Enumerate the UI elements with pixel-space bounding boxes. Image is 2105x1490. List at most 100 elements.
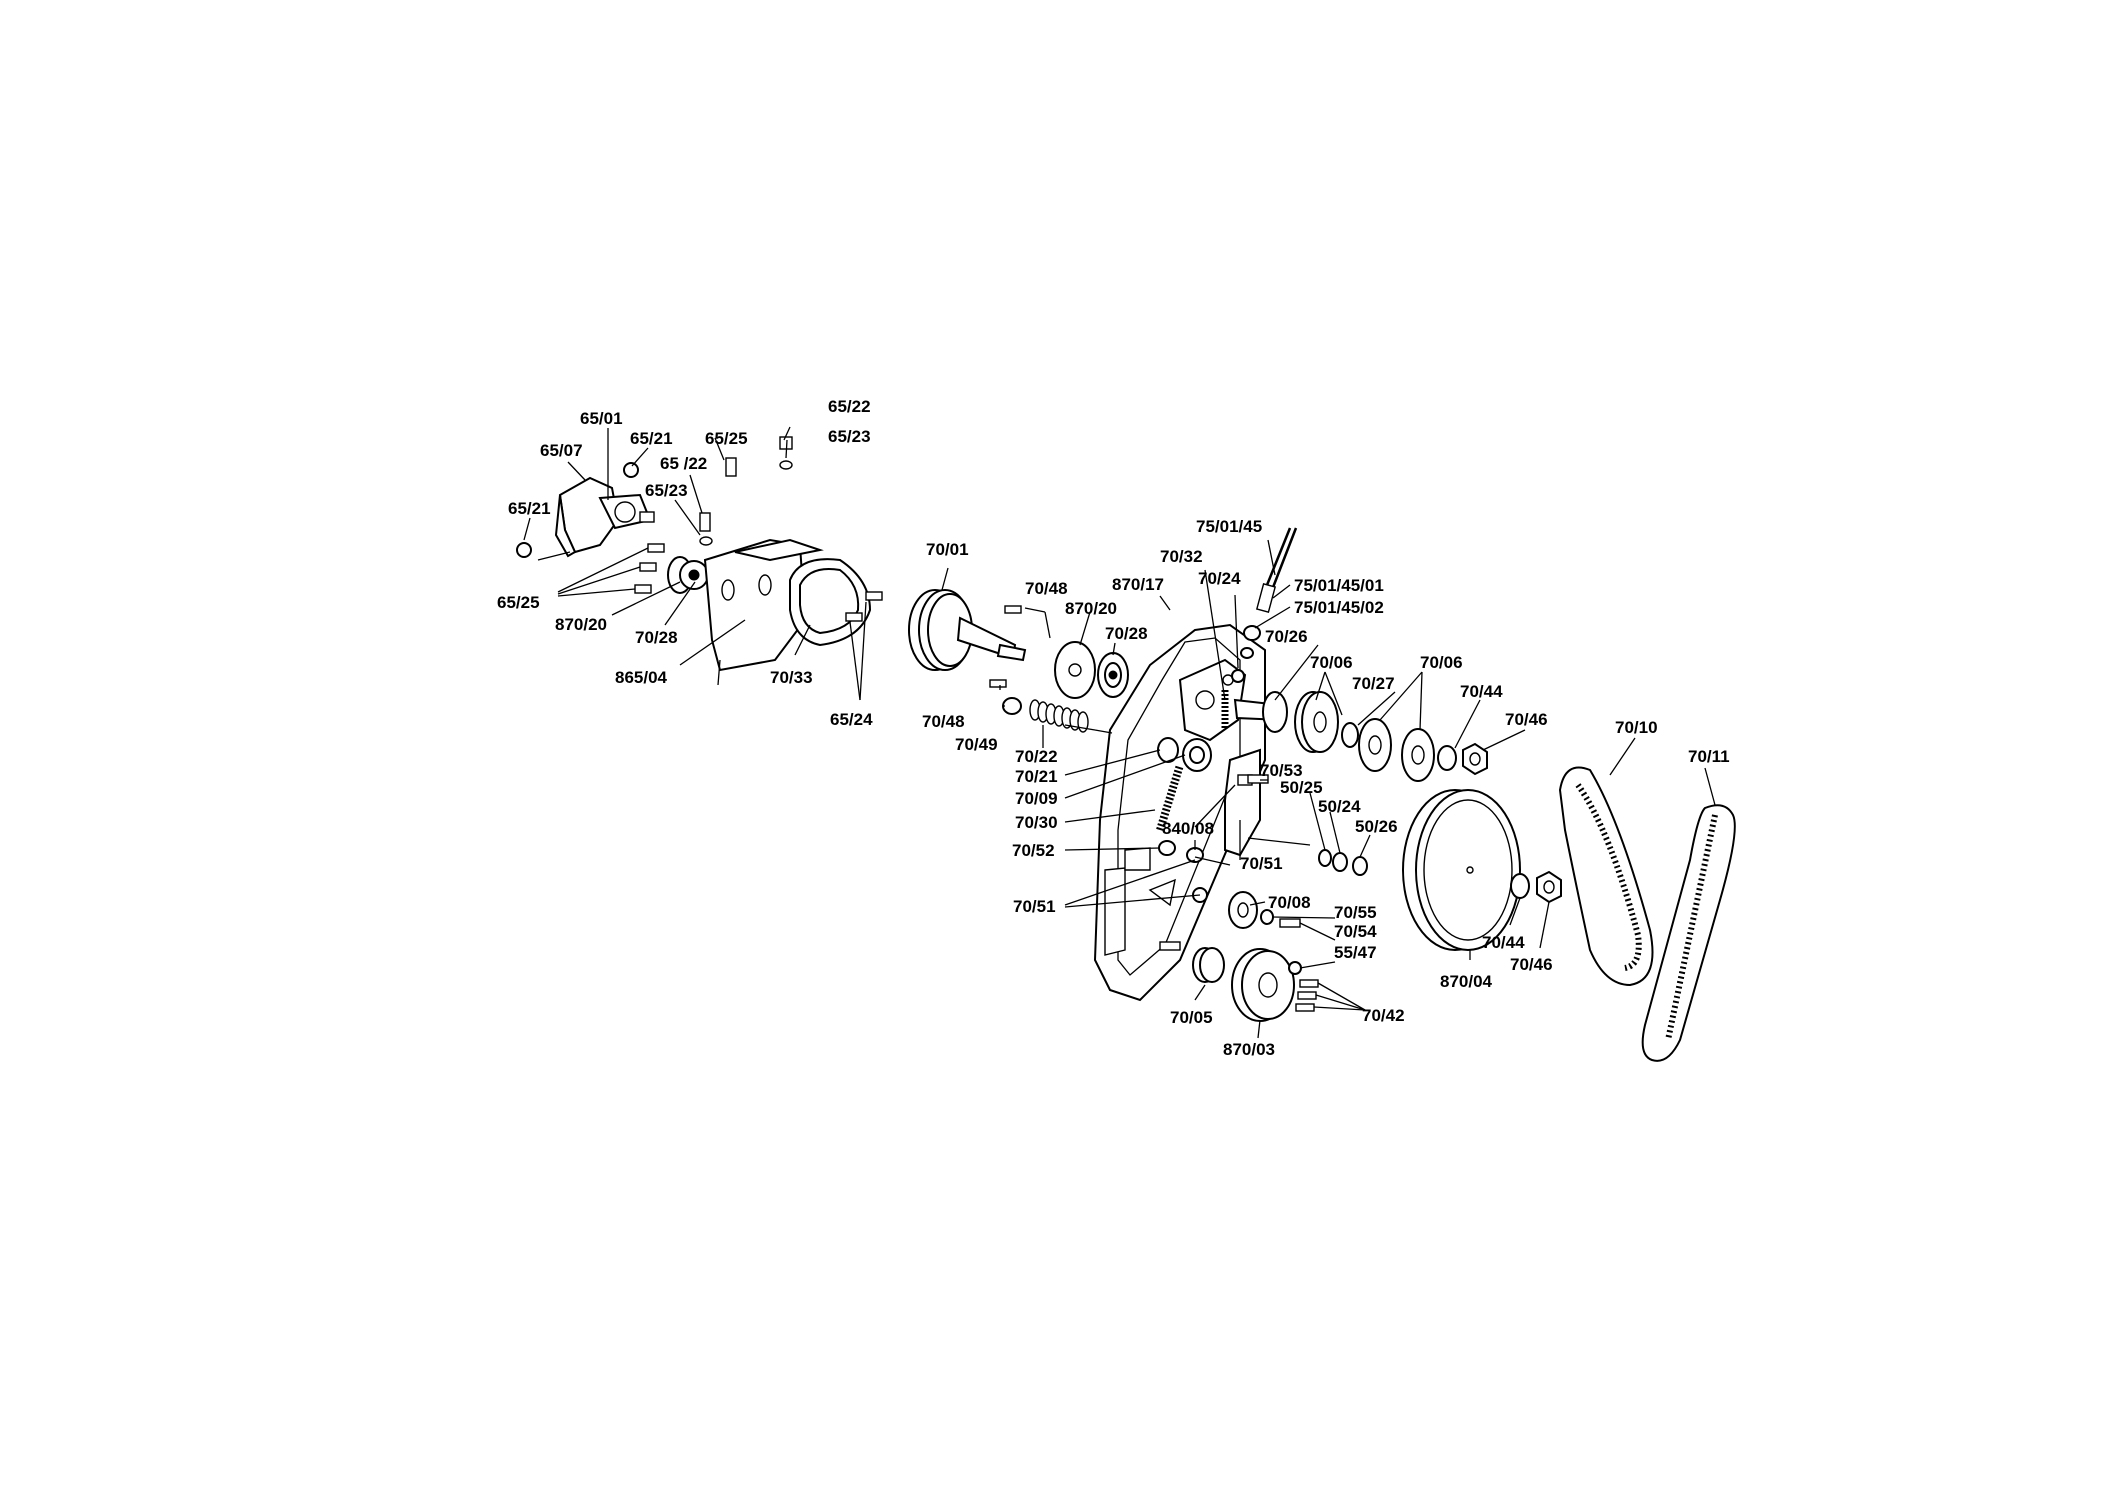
parts-drawing bbox=[516, 436, 1736, 1062]
part-label: 70/32 bbox=[1160, 547, 1203, 566]
pulley-with-shaft bbox=[908, 589, 1027, 671]
part-label: 70/30 bbox=[1015, 813, 1058, 832]
washer-55-47 bbox=[1288, 961, 1302, 975]
part-label: 70/53 bbox=[1260, 761, 1303, 780]
washer-50-25 bbox=[1318, 849, 1332, 867]
part-label: 70/28 bbox=[1105, 624, 1148, 643]
part-label: 70/27 bbox=[1352, 674, 1395, 693]
large-pulley-870-04 bbox=[1402, 789, 1521, 951]
part-label: 70/22 bbox=[1015, 747, 1058, 766]
small-fasteners-left bbox=[516, 436, 793, 594]
part-label: 870/17 bbox=[1112, 575, 1164, 594]
part-label: 70/21 bbox=[1015, 767, 1058, 786]
part-label: 70/33 bbox=[770, 668, 813, 687]
pulley-870-03 bbox=[1231, 948, 1295, 1022]
bearing-assembly-center bbox=[1054, 641, 1129, 699]
part-label: 70/28 bbox=[635, 628, 678, 647]
bolt-70-54 bbox=[1279, 918, 1301, 928]
part-label: 870/20 bbox=[555, 615, 607, 634]
part-label: 70/46 bbox=[1505, 710, 1548, 729]
nut-70-46-lower bbox=[1536, 870, 1562, 904]
part-label: 65/23 bbox=[828, 427, 871, 446]
part-label: 70/08 bbox=[1268, 893, 1311, 912]
part-label: 70/26 bbox=[1265, 627, 1308, 646]
part-label: 870/03 bbox=[1223, 1040, 1275, 1059]
part-label: 70/09 bbox=[1015, 789, 1058, 808]
nut-70-51-upper bbox=[1186, 847, 1204, 863]
nut-70-24 bbox=[1231, 669, 1245, 683]
tensioner-arm bbox=[1178, 658, 1247, 742]
drive-belt-small bbox=[789, 558, 872, 647]
part-label: 75/01/45/02 bbox=[1294, 598, 1384, 617]
part-label: 55/47 bbox=[1334, 943, 1377, 962]
part-label: 70/48 bbox=[922, 712, 965, 731]
part-label: 50/26 bbox=[1355, 817, 1398, 836]
washer-70-55 bbox=[1260, 909, 1274, 925]
nut-70-46-upper bbox=[1462, 742, 1488, 776]
part-label: 865/04 bbox=[615, 668, 668, 687]
bolt-70-48-lower bbox=[989, 679, 1007, 688]
part-label: 870/04 bbox=[1440, 972, 1493, 991]
part-label: 65/23 bbox=[645, 481, 688, 500]
screw-70-42-a bbox=[1299, 979, 1319, 988]
part-label: 75/01/45 bbox=[1196, 517, 1262, 536]
part-label: 70/48 bbox=[1025, 579, 1068, 598]
part-label: 65/21 bbox=[508, 499, 551, 518]
screw-65-24-b bbox=[845, 612, 863, 622]
shaft-70-26 bbox=[1233, 691, 1288, 733]
leader-lines bbox=[523, 426, 1716, 1039]
part-labels: 65/01 65/21 65/25 65/22 65/23 65/07 65 /… bbox=[497, 397, 1730, 1059]
part-label: 65/07 bbox=[540, 441, 583, 460]
bolt-70-53 bbox=[1247, 774, 1269, 784]
part-label: 65 /22 bbox=[660, 454, 707, 473]
part-label: 70/42 bbox=[1362, 1006, 1405, 1025]
part-label: 70/05 bbox=[1170, 1008, 1213, 1027]
part-label: 70/52 bbox=[1012, 841, 1055, 860]
part-label: 65/22 bbox=[828, 397, 871, 416]
washer-50-24 bbox=[1332, 852, 1348, 872]
part-label: 70/10 bbox=[1615, 718, 1658, 737]
nut-70-52 bbox=[1158, 840, 1176, 856]
pulley-70-06-c bbox=[1401, 728, 1435, 782]
part-label: 65/25 bbox=[705, 429, 748, 448]
pulley-70-06-b bbox=[1358, 718, 1392, 772]
part-label: 65/01 bbox=[580, 409, 623, 428]
roller-70-09 bbox=[1182, 738, 1212, 772]
part-label: 70/44 bbox=[1460, 682, 1503, 701]
spring-70-30 bbox=[1156, 763, 1184, 832]
cable-75-01-45 bbox=[1240, 527, 1298, 659]
part-label: 870/20 bbox=[1065, 599, 1117, 618]
idler-pulley-70-08 bbox=[1228, 891, 1258, 929]
washer-70-27 bbox=[1341, 722, 1359, 748]
part-label: 70/06 bbox=[1420, 653, 1463, 672]
bolt-plate-bottom bbox=[1159, 941, 1181, 951]
part-label: 70/51 bbox=[1013, 897, 1056, 916]
part-label: 70/24 bbox=[1198, 569, 1241, 588]
part-label: 50/24 bbox=[1318, 797, 1361, 816]
part-label: 65/25 bbox=[497, 593, 540, 612]
part-label: 70/44 bbox=[1482, 933, 1525, 952]
nut-70-49 bbox=[1002, 697, 1022, 715]
part-label: 70/01 bbox=[926, 540, 969, 559]
part-label: 75/01/45/01 bbox=[1294, 576, 1384, 595]
part-label: 840/08 bbox=[1162, 819, 1214, 838]
part-label: 65/24 bbox=[830, 710, 873, 729]
part-label: 70/55 bbox=[1334, 903, 1377, 922]
washer-70-44-lower bbox=[1510, 873, 1530, 899]
motor-housing bbox=[554, 476, 655, 558]
screw-70-42-b bbox=[1297, 991, 1317, 1000]
spacer-70-05 bbox=[1192, 947, 1225, 983]
screw-65-24-a bbox=[865, 591, 883, 601]
bolt-70-48-top bbox=[1004, 605, 1022, 614]
belt-70-10 bbox=[1558, 766, 1654, 987]
part-label: 70/46 bbox=[1510, 955, 1553, 974]
part-label: 65/21 bbox=[630, 429, 673, 448]
part-label: 70/49 bbox=[955, 735, 998, 754]
belt-70-11 bbox=[1641, 804, 1736, 1062]
part-label: 70/06 bbox=[1310, 653, 1353, 672]
mounting-bracket bbox=[703, 538, 824, 686]
nut-50-26 bbox=[1352, 856, 1368, 876]
lever-bracket bbox=[1224, 748, 1261, 860]
part-label: 70/54 bbox=[1334, 922, 1377, 941]
